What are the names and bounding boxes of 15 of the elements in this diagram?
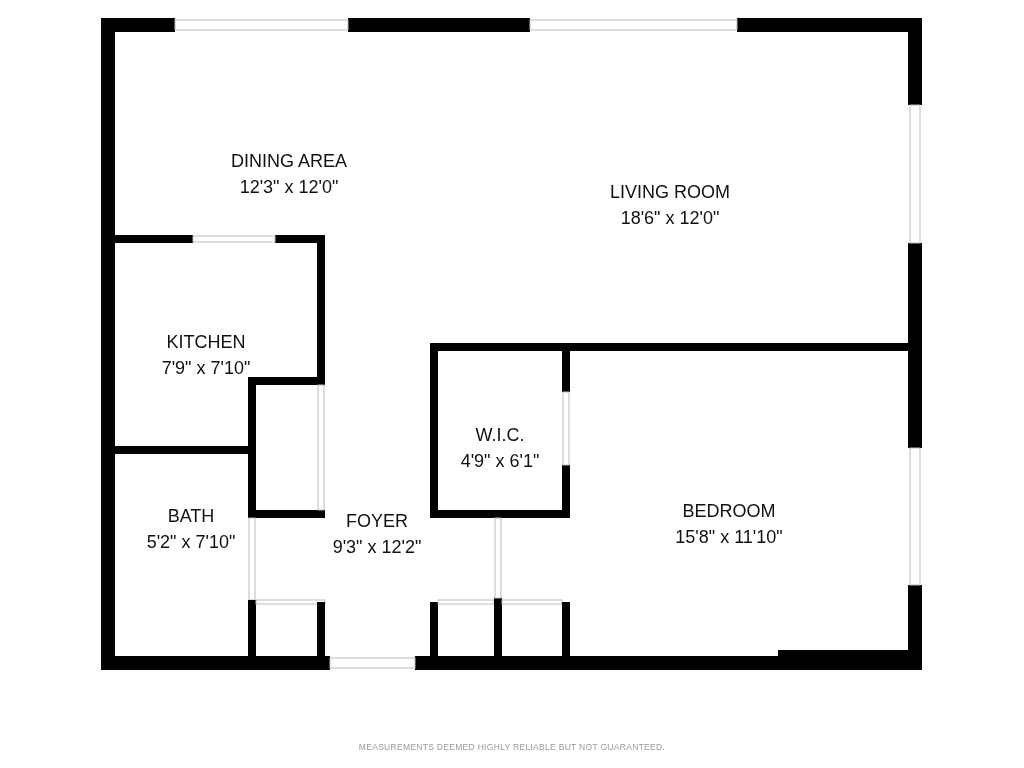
room-name: KITCHEN xyxy=(165,331,247,354)
disclaimer-note: MEASUREMENTS DEEMED HIGHLY RELIABLE BUT NOT GUARANTEED. xyxy=(358,742,666,752)
room-name: BATH xyxy=(166,505,216,528)
room-name: W.I.C. xyxy=(474,424,526,447)
room-dimensions: 9'3" x 12'2" xyxy=(332,536,422,559)
room-dimensions: 4'9" x 6'1" xyxy=(460,450,540,473)
room-name: BEDROOM xyxy=(681,500,777,523)
room-dimensions: 18'6" x 12'0" xyxy=(619,207,721,230)
room-name: DINING AREA xyxy=(231,150,347,173)
room-name: FOYER xyxy=(345,510,409,533)
room-dimensions: 5'2" x 7'10" xyxy=(146,531,236,554)
room-dimensions: 12'3" x 12'0" xyxy=(238,176,340,199)
room-name: LIVING ROOM xyxy=(610,181,730,204)
room-dimensions: 7'9" x 7'10" xyxy=(161,357,251,380)
room-dimensions: 15'8" x 11'10" xyxy=(675,526,783,549)
